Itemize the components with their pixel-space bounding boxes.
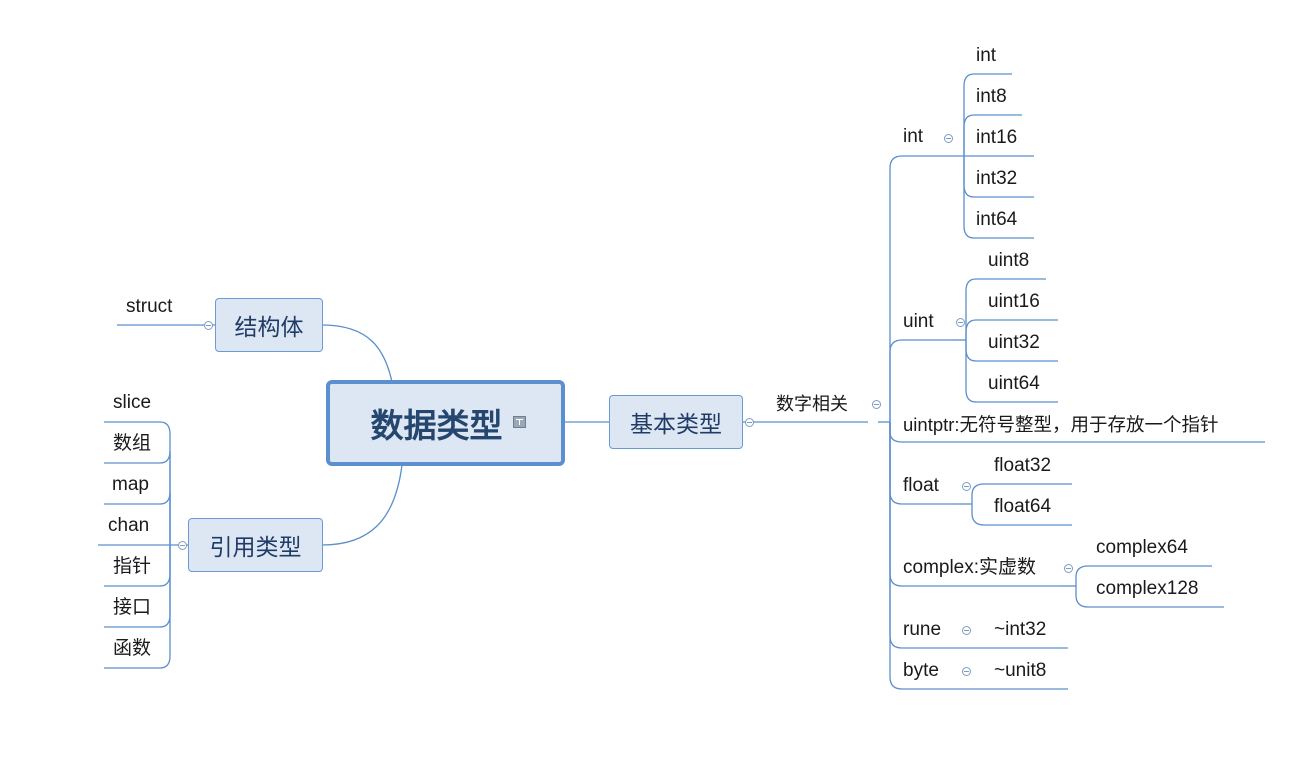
topic-int[interactable]: int (903, 126, 924, 147)
leaf-byte-alias[interactable]: ~unit8 (994, 660, 1047, 681)
leaf-struct[interactable]: struct (126, 296, 173, 317)
collapse-icon[interactable] (178, 541, 187, 550)
leaf-array[interactable]: 数组 (113, 433, 152, 454)
collapse-icon[interactable] (204, 321, 213, 330)
note-icon[interactable] (513, 416, 526, 428)
topic-complex[interactable]: complex:实虚数 (903, 557, 1037, 578)
leaf-float32[interactable]: float32 (994, 455, 1052, 476)
leaf-uint8[interactable]: uint8 (988, 250, 1030, 271)
topic-numeric[interactable]: 数字相关 (776, 394, 848, 414)
leaf-uint16[interactable]: uint16 (988, 291, 1040, 312)
topic-basic-type[interactable]: 基本类型 (609, 395, 743, 449)
topic-reference-type[interactable]: 引用类型 (188, 518, 323, 572)
topic-struct-type-label: 结构体 (234, 314, 304, 340)
leaf-uint64[interactable]: uint64 (988, 373, 1040, 394)
collapse-icon[interactable] (962, 626, 971, 635)
leaf-rune-alias[interactable]: ~int32 (994, 619, 1047, 640)
leaf-interface[interactable]: 接口 (113, 597, 152, 618)
collapse-icon[interactable] (1064, 564, 1073, 573)
leaf-int32[interactable]: int32 (976, 168, 1018, 189)
leaf-int64[interactable]: int64 (976, 209, 1018, 230)
root-topic-label: 数据类型 (370, 407, 503, 444)
leaf-int[interactable]: int (976, 45, 997, 66)
collapse-icon[interactable] (962, 667, 971, 676)
leaf-chan[interactable]: chan (108, 515, 150, 536)
leaf-pointer[interactable]: 指针 (113, 556, 152, 577)
collapse-icon[interactable] (944, 134, 953, 143)
topic-rune[interactable]: rune (903, 619, 942, 640)
leaf-slice[interactable]: slice (113, 392, 152, 413)
collapse-icon[interactable] (745, 418, 754, 427)
topic-struct-type[interactable]: 结构体 (215, 298, 323, 352)
leaf-int8[interactable]: int8 (976, 86, 1007, 107)
leaf-float64[interactable]: float64 (994, 496, 1052, 517)
leaf-complex64[interactable]: complex64 (1096, 537, 1188, 558)
collapse-icon[interactable] (872, 400, 881, 409)
leaf-complex128[interactable]: complex128 (1096, 578, 1199, 599)
topic-float[interactable]: float (903, 475, 939, 496)
leaf-function[interactable]: 函数 (113, 638, 152, 659)
topic-uint[interactable]: uint (903, 311, 934, 332)
collapse-icon[interactable] (962, 482, 971, 491)
root-topic[interactable]: 数据类型 (326, 380, 565, 466)
leaf-int16[interactable]: int16 (976, 127, 1018, 148)
topic-basic-type-label: 基本类型 (630, 411, 722, 437)
topic-uintptr[interactable]: uintptr:无符号整型，用于存放一个指针 (903, 414, 1219, 435)
topic-byte[interactable]: byte (903, 660, 939, 681)
topic-reference-type-label: 引用类型 (209, 534, 302, 560)
leaf-uint32[interactable]: uint32 (988, 332, 1040, 353)
leaf-map[interactable]: map (112, 474, 149, 495)
collapse-icon[interactable] (956, 318, 965, 327)
